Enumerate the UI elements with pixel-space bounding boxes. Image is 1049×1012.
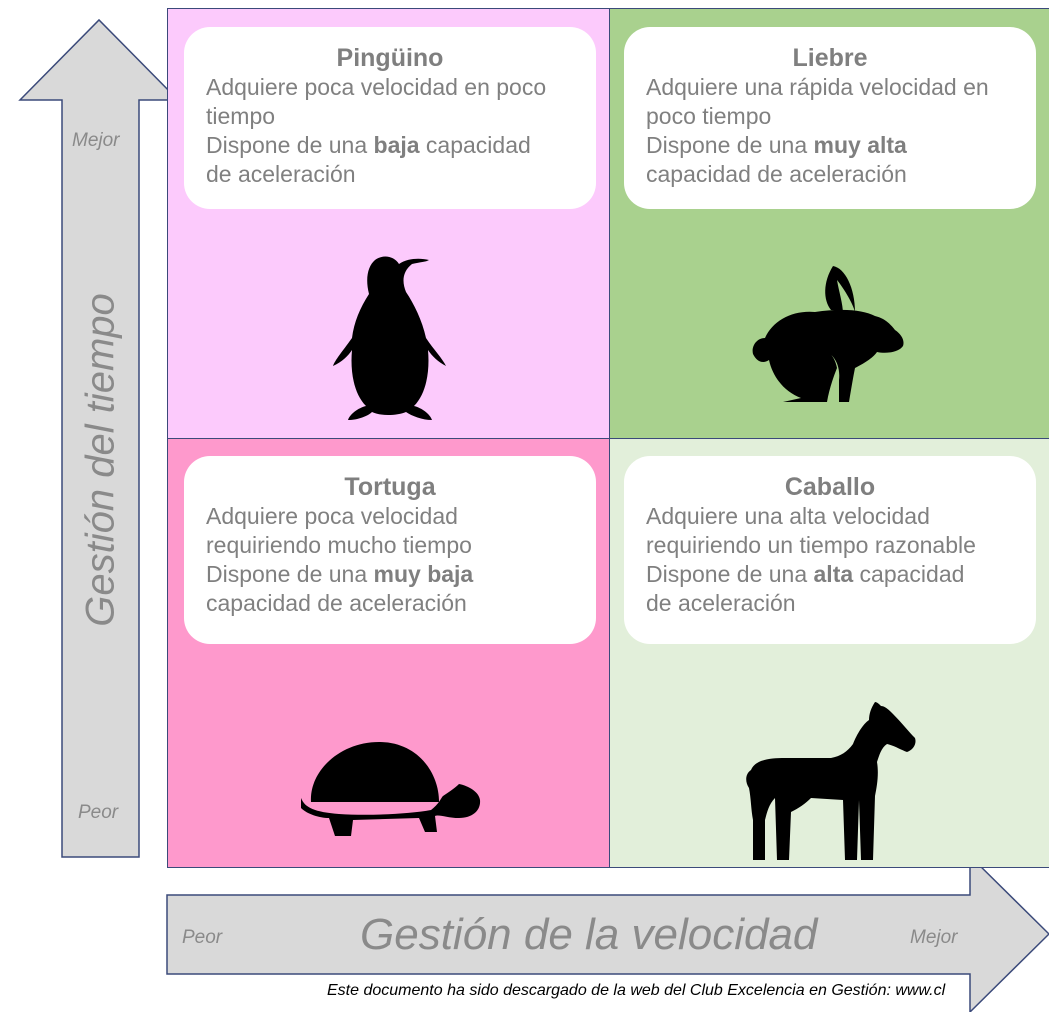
card-line: capacidad de aceleración xyxy=(206,590,467,616)
card-line: requiriendo mucho tiempo xyxy=(206,532,472,558)
card-line: tiempo xyxy=(206,103,276,129)
y-axis-worst-label: Peor xyxy=(78,802,119,823)
hare-icon xyxy=(752,266,904,402)
penguin-icon xyxy=(333,256,446,420)
card-bold-text: muy baja xyxy=(373,561,474,587)
card-text: Dispone de una xyxy=(646,561,814,587)
card-turtle: Tortuga Adquiere poca velocidad requirie… xyxy=(184,456,596,644)
card-line: Dispone de una baja capacidad xyxy=(206,131,574,160)
card-title: Caballo xyxy=(784,473,876,501)
card-line: de aceleración xyxy=(206,161,356,187)
card-line: capacidad de aceleración xyxy=(646,161,907,187)
card-text: Dispone de una xyxy=(206,132,374,158)
card-bold-text: alta xyxy=(813,561,854,587)
card-line: de aceleración xyxy=(646,590,796,616)
y-axis-arrow xyxy=(18,18,180,858)
card-line: Adquiere una alta velocidad xyxy=(646,503,930,529)
card-penguin: Pingüino Adquiere poca velocidad en poco… xyxy=(184,27,596,209)
card-title: Tortuga xyxy=(344,473,436,501)
card-line: requiriendo un tiempo razonable xyxy=(646,532,976,558)
card-title: Pingüino xyxy=(336,44,444,72)
y-axis-best-label: Mejor xyxy=(72,130,120,151)
x-axis-arrow xyxy=(166,854,1049,1012)
card-text: Dispone de una xyxy=(206,561,374,587)
card-line: Dispone de una alta capacidad xyxy=(646,560,1014,589)
x-axis-worst-label: Peor xyxy=(182,927,223,948)
card-line: Dispone de una muy baja xyxy=(206,560,574,589)
card-line: Adquiere poca velocidad en poco xyxy=(206,74,547,100)
turtle-icon xyxy=(301,742,481,836)
card-bold-text: baja xyxy=(373,132,420,158)
card-title: Liebre xyxy=(792,44,868,72)
card-line: Adquiere una rápida velocidad en xyxy=(646,74,989,100)
card-line: Dispone de una muy alta xyxy=(646,131,1014,160)
card-bold-text: muy alta xyxy=(813,132,907,158)
x-axis-best-label: Mejor xyxy=(910,927,958,948)
card-hare: Liebre Adquiere una rápida velocidad en … xyxy=(624,27,1036,209)
card-line: Adquiere poca velocidad xyxy=(206,503,458,529)
card-line: poco tiempo xyxy=(646,103,772,129)
card-horse: Caballo Adquiere una alta velocidad requ… xyxy=(624,456,1036,644)
card-text: Dispone de una xyxy=(646,132,814,158)
x-axis-title: Gestión de la velocidad xyxy=(360,910,818,959)
footer-note: Este documento ha sido descargado de la … xyxy=(327,982,946,999)
horse-icon xyxy=(746,702,916,860)
card-text: capacidad xyxy=(853,561,965,587)
card-text: capacidad xyxy=(419,132,531,158)
y-axis-title: Gestión del tiempo xyxy=(78,293,123,627)
